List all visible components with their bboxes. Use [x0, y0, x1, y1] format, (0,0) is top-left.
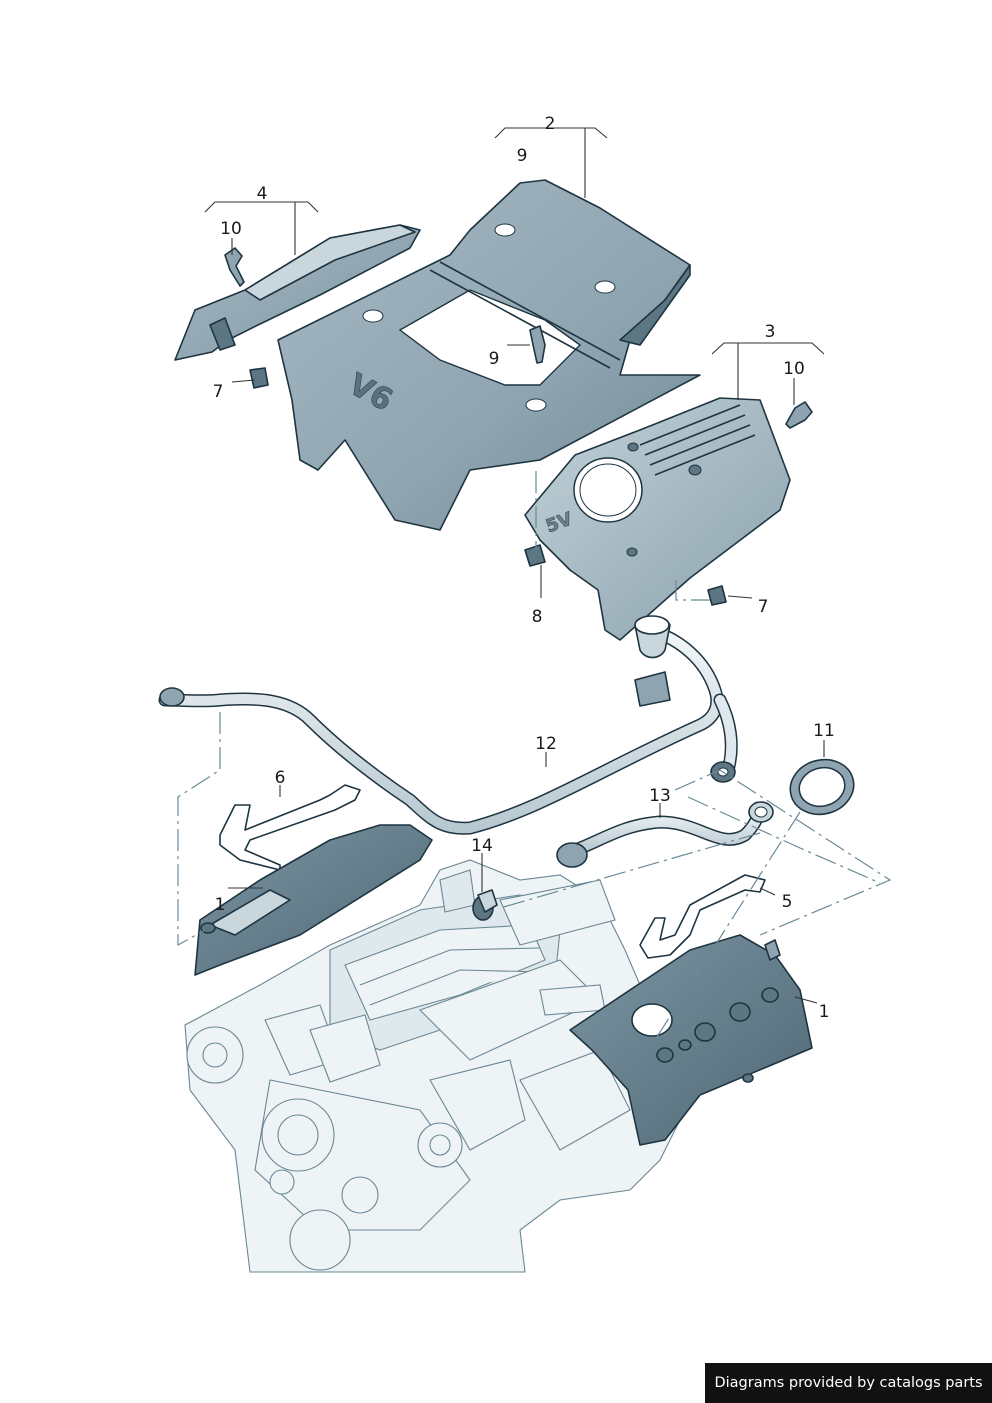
vent-hose — [556, 801, 774, 868]
callout-12: 12 — [535, 734, 557, 754]
valve-cover-left — [194, 824, 433, 976]
engine-cover-right: 5V — [524, 397, 791, 641]
callout-14: 14 — [471, 836, 493, 856]
engine-cover-center: V6 — [277, 179, 701, 531]
callout-9-top: 9 — [517, 146, 528, 166]
callout-4: 4 — [257, 184, 268, 204]
callout-1-right: 1 — [819, 1002, 830, 1022]
callout-5: 5 — [782, 892, 793, 912]
callout-labels: 2 9 4 10 7 9 3 10 8 7 12 11 6 13 14 1 5 … — [213, 114, 835, 1022]
callout-6: 6 — [275, 768, 286, 788]
callout-11: 11 — [813, 721, 835, 741]
callout-9-center: 9 — [489, 349, 500, 369]
callout-7-right: 7 — [758, 597, 769, 617]
callout-2: 2 — [545, 114, 556, 134]
engine-block — [184, 859, 681, 1273]
leader-lines — [204, 127, 825, 1004]
diagram-credit-banner: Diagrams provided by catalogs parts — [705, 1363, 992, 1403]
callout-7-left: 7 — [213, 382, 224, 402]
callout-1-left: 1 — [215, 895, 226, 915]
bracket-right — [639, 874, 766, 959]
callout-3: 3 — [765, 322, 776, 342]
bracket-left — [219, 784, 361, 871]
connector-14 — [472, 889, 498, 921]
callout-8: 8 — [532, 607, 543, 627]
engine-cover-left-trim — [174, 224, 421, 361]
reference-lines — [177, 471, 892, 1041]
fasteners — [224, 247, 813, 606]
callout-10-left: 10 — [220, 219, 242, 239]
callout-10-right: 10 — [783, 359, 805, 379]
callout-13: 13 — [649, 786, 671, 806]
seal-ring — [789, 758, 855, 816]
